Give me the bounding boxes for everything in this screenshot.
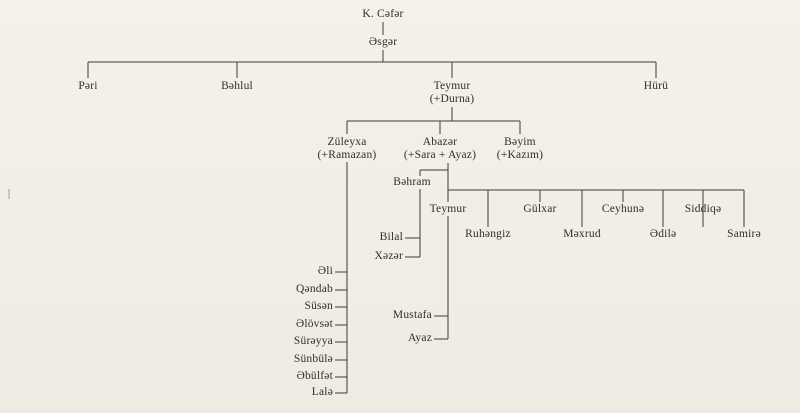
- tree-node-ebulfet: Əbülfət: [296, 370, 333, 382]
- tree-node-susen: Süsən: [304, 300, 333, 312]
- person-name: Züleyxa: [327, 136, 367, 148]
- tree-node-eli: Əli: [317, 265, 333, 277]
- tree-node-mustafa: Mustafa: [392, 309, 432, 321]
- tree-node-behram: Bəhram: [393, 176, 431, 188]
- tree-node-esger: Əsgər: [368, 36, 398, 48]
- tree-node-xezer: Xəzər: [374, 250, 403, 262]
- tree-node-abazer: Abazər (+Sara + Ayaz): [404, 136, 476, 162]
- tree-node-ruhengiz: Ruhəngiz: [465, 228, 511, 240]
- tree-node-lale: Lalə: [311, 386, 333, 398]
- tree-node-sunbule: Sünbülə: [293, 353, 333, 365]
- tree-node-qendab: Qəndab: [296, 283, 333, 295]
- tree-node-behlul: Bəhlul: [221, 80, 253, 92]
- tree-node-zuleyxa: Züleyxa (+Ramazan): [318, 136, 377, 162]
- tree-node-huru: Hürü: [643, 80, 669, 92]
- tree-node-ceyhune: Ceyhunə: [601, 203, 645, 215]
- spouse-name: (+Kazım): [496, 149, 544, 161]
- tree-node-samire: Samirə: [727, 228, 761, 240]
- tree-node-siddiqe: Siddiqə: [684, 203, 722, 215]
- tree-node-ayaz: Ayaz: [407, 332, 432, 344]
- tree-node-k-cefer: K. Cəfər: [362, 8, 404, 20]
- person-name: Abazər: [422, 136, 458, 148]
- person-name: Teymur: [433, 80, 471, 92]
- tree-node-mexrud: Məxrud: [563, 228, 601, 240]
- tree-node-beyim: Bəyim (+Kazım): [497, 136, 543, 162]
- tree-node-edile: Ədilə: [649, 228, 677, 240]
- spouse-name: (+Durna): [429, 93, 475, 105]
- tree-node-peri: Pəri: [78, 80, 98, 92]
- tree-node-teymur-g3: Teymur (+Durna): [430, 80, 474, 106]
- tree-node-gulxar: Gülxar: [523, 203, 557, 215]
- tree-node-teymur-g5: Teymur: [429, 203, 467, 215]
- person-name: Bəyim: [504, 136, 536, 148]
- spouse-name: (+Ramazan): [317, 149, 377, 161]
- tree-node-sureyya: Sürəyya: [293, 335, 333, 347]
- spouse-name: (+Sara + Ayaz): [403, 149, 477, 161]
- tree-node-bilal: Bilal: [379, 231, 403, 243]
- tree-node-elovset: Əlövsət: [295, 318, 333, 330]
